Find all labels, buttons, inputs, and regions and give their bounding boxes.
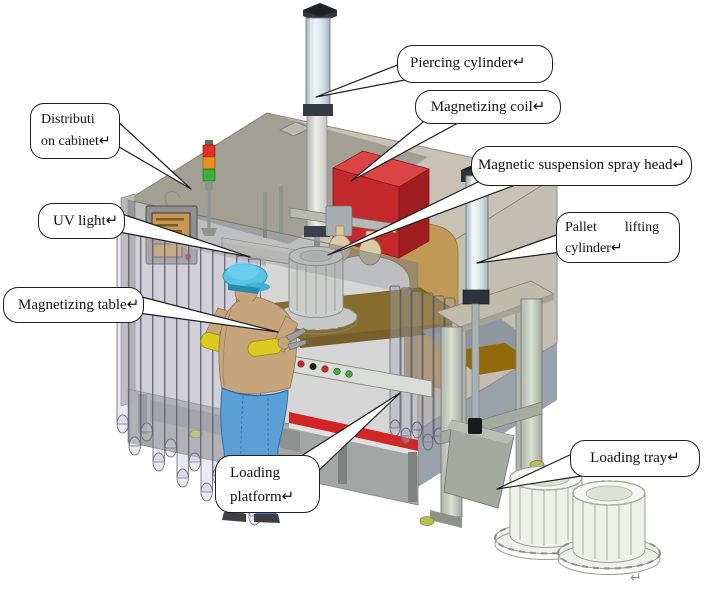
page-return-mark: ↵ [630,571,642,586]
callout-uv-light-label: UV light↵ [53,213,119,229]
panel-button-red [321,365,329,373]
callout-pallet-lifting-cylinder-label: Pallet lifting cylinder↵ [565,220,660,256]
callout-piercing-cylinder-label: Piercing cylinder↵ [410,55,526,71]
loading-platform-surface [448,343,537,375]
spray-head-assembly [263,186,397,266]
callout-piercing-cylinder: Piercing cylinder↵ [397,45,553,83]
callout-distribution-cabinet: Distributi on cabinet↵ [30,103,120,159]
callout-leader-lines [113,61,589,490]
loading-tray-2 [557,480,661,575]
pallet-lifting-tower [419,163,556,528]
callout-magnetizing-coil: Magnetizing coil↵ [415,90,561,124]
leveling-foot [189,429,203,439]
callout-loading-platform: Loading platform↵ [215,455,320,513]
leveling-foot [419,516,435,526]
callout-uv-light: UV light↵ [38,203,125,239]
panel-button-black [309,362,317,371]
panel-button-green [333,367,341,376]
callout-magnetic-suspension-spray-head: Magnetic suspension spray head↵ [471,146,692,186]
callout-magnetizing-table: Magnetizing table↵ [3,287,144,323]
callout-loading-tray-label: Loading tray↵ [590,450,680,466]
callout-spray-head-label: Magnetic suspension spray head↵ [477,157,686,173]
hard-hat [222,262,270,294]
callout-distribution-cabinet-label: Distributi on cabinet↵ [41,112,111,149]
hand-tool [285,327,307,343]
piercing-cylinder-part [303,3,337,116]
leader-distribution-cabinet [113,117,192,190]
callout-magnetizing-coil-label: Magnetizing coil↵ [430,99,546,115]
panel-button-red [297,360,305,368]
hmi-button-red [184,253,192,261]
callout-loading-platform-label: Loading platform↵ [230,465,295,505]
callout-loading-tray: Loading tray↵ [570,440,700,477]
panel-button-green [345,370,353,378]
callout-magnetizing-table-label: Magnetizing table↵ [18,297,140,313]
discharge-chute [443,419,515,509]
signal-tower-light [201,140,217,236]
callout-pallet-lifting-cylinder: Pallet lifting cylinder↵ [556,212,680,263]
